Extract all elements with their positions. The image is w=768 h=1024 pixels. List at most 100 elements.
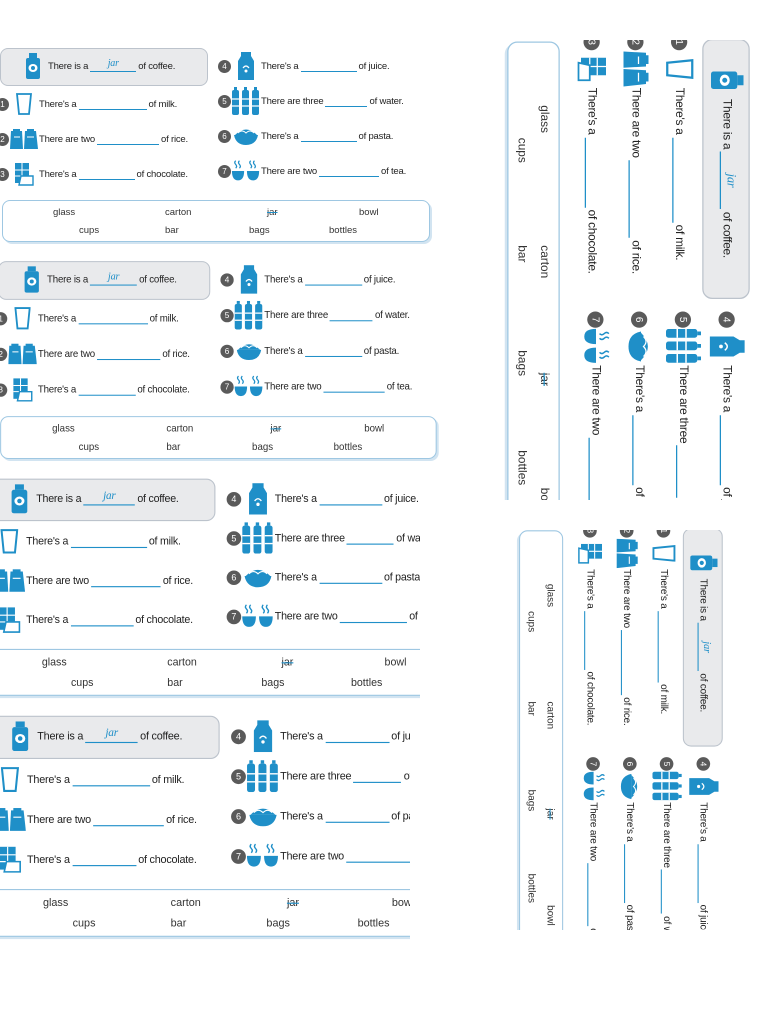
answer-blank[interactable] (672, 137, 688, 223)
exercise-number-badge: 3 (0, 167, 9, 181)
answer-blank[interactable] (660, 869, 674, 915)
answer-blank[interactable] (628, 160, 644, 238)
exercise-tail: of juice. (363, 274, 396, 286)
exercise-lead: There's a (37, 313, 77, 325)
answer-blank[interactable] (97, 133, 160, 145)
answer-blank[interactable] (620, 630, 634, 696)
word-bank-word: bags (514, 350, 529, 377)
answer-blank[interactable] (319, 570, 382, 584)
exercise-lead: There's a (37, 384, 77, 396)
word-bank-word: cups (79, 225, 100, 236)
answer-blank[interactable] (91, 574, 161, 588)
answer-blank[interactable] (325, 729, 389, 744)
answer-blank[interactable] (339, 610, 407, 624)
answer-blank[interactable] (657, 610, 671, 683)
answer-blank[interactable] (70, 613, 134, 627)
rice-bags-icon (619, 50, 654, 88)
example-tail: of coffee. (697, 673, 710, 713)
answer-blank[interactable] (319, 492, 382, 506)
exercise-tail: of rice. (620, 697, 633, 726)
juice-carton-icon (241, 483, 275, 515)
answer-blank[interactable] (300, 60, 357, 72)
answer-blank[interactable] (587, 863, 600, 927)
answer-blank[interactable] (78, 312, 148, 325)
answer-blank[interactable] (97, 348, 161, 361)
answer-blank[interactable] (325, 809, 389, 823)
juice-carton-icon (231, 52, 261, 80)
answer-blank[interactable] (588, 437, 604, 500)
exercise-tail: of juice. (384, 493, 419, 506)
exercise-tail: of water. (374, 310, 410, 322)
example-lead: There is a (36, 493, 82, 506)
answer-blank[interactable] (346, 849, 410, 863)
answer-blank[interactable] (72, 853, 136, 867)
exercise-tail: of pasta. (384, 571, 420, 584)
tea-cups-icon (241, 601, 275, 632)
exercise-sentence: There's aof pasta. (632, 365, 648, 500)
coffee-jar-icon (16, 265, 47, 294)
exercise-lead: There are two (37, 348, 95, 361)
exercise-tail: of juice. (358, 61, 390, 72)
exercise-number-badge: 7 (587, 311, 605, 328)
answer-blank[interactable] (70, 535, 147, 549)
answer-blank[interactable] (93, 813, 164, 827)
answer-blank[interactable] (347, 531, 395, 545)
answer-blank[interactable] (353, 769, 402, 783)
answer-blank[interactable] (325, 95, 368, 107)
example-answer: jar (103, 489, 116, 503)
exercise-lead: There are three (676, 365, 690, 444)
answer-blank[interactable] (78, 384, 136, 396)
answer-blank[interactable] (319, 165, 380, 177)
answer-blank[interactable] (304, 273, 362, 286)
answer-blank[interactable] (624, 843, 637, 903)
answer-blank[interactable] (78, 168, 135, 180)
answer-blank[interactable] (78, 98, 147, 110)
word-bank-word: bar (165, 225, 179, 236)
answer-blank[interactable] (300, 130, 357, 142)
exercise-lead: There's a (280, 810, 323, 823)
answer-blank[interactable] (323, 380, 385, 393)
answer-blank[interactable] (632, 414, 648, 485)
exercise-lead: There are two (26, 574, 89, 588)
exercise-lead: There are two (587, 802, 599, 862)
answer-blank[interactable] (676, 445, 691, 499)
answer-blank[interactable] (72, 773, 150, 787)
answer-blank[interactable] (584, 610, 597, 670)
glass-icon (662, 50, 697, 88)
answer-blank[interactable] (304, 345, 362, 357)
exercise-number-badge: 6 (218, 129, 231, 143)
exercise-number-badge: 6 (226, 569, 242, 585)
word-bank-word: bar (166, 441, 181, 453)
exercise-tail: of chocolate. (138, 853, 197, 867)
answer-blank[interactable] (584, 137, 600, 208)
word-bank-word: bar (167, 676, 183, 690)
answer-blank[interactable] (697, 843, 711, 903)
answer-blank[interactable] (330, 309, 373, 322)
answer-blank[interactable] (719, 414, 735, 485)
glass-icon (0, 764, 27, 796)
exercise-tail: of tea. (381, 166, 407, 177)
